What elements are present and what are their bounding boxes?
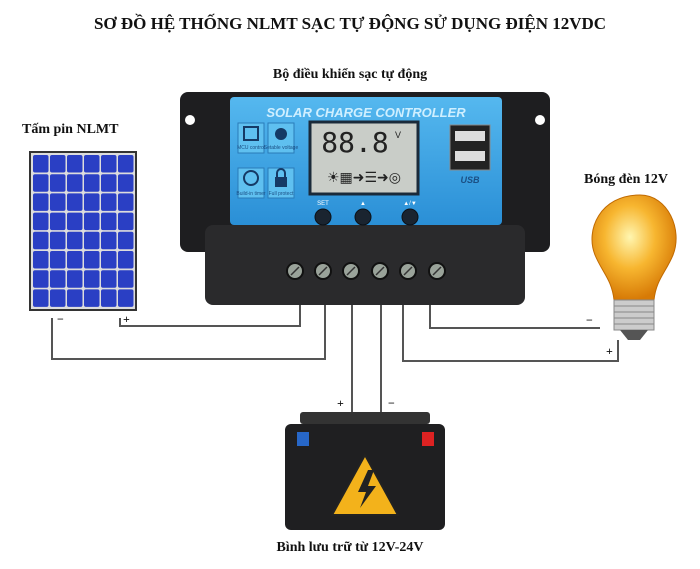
solar-cell — [67, 212, 83, 231]
solar-cell — [50, 155, 66, 173]
solar-cell — [33, 270, 49, 288]
solar-cell — [118, 289, 134, 307]
solar-cell — [101, 212, 117, 231]
solar-cell — [84, 174, 100, 192]
controller-label: Bộ điều khiển sạc tự động — [272, 67, 428, 82]
svg-text:MCU control: MCU control — [237, 145, 265, 151]
svg-text:Build-in timer: Build-in timer — [236, 191, 266, 197]
solar-cell — [101, 155, 117, 173]
battery-minus-sign: − — [388, 396, 395, 410]
solar-cell — [33, 155, 49, 173]
solar-cell — [50, 231, 66, 250]
controller-image: SOLAR CHARGE CONTROLLER MCU control Seta… — [180, 92, 550, 305]
solar-cell — [67, 174, 83, 192]
solar-cell — [84, 289, 100, 307]
solar-cell — [118, 251, 134, 269]
solar-cell — [67, 251, 83, 269]
page-title: SƠ ĐỒ HỆ THỐNG NLMT SẠC TỰ ĐỘNG SỬ DỤNG … — [93, 14, 607, 33]
solar-cell — [118, 270, 134, 288]
solar-cell — [33, 289, 49, 307]
solar-cell — [67, 155, 83, 173]
gear-icon — [275, 128, 287, 140]
controller-button-label: ▲/▼ — [403, 201, 417, 207]
lamp-image — [591, 194, 677, 340]
svg-text:V: V — [395, 130, 401, 140]
solar-cell — [50, 174, 66, 192]
solar-cell — [101, 251, 117, 269]
mcu-chip-icon — [243, 126, 259, 141]
solar-cell — [84, 231, 100, 250]
solar-cell — [50, 289, 66, 307]
solar-cell — [84, 193, 100, 211]
battery-label: Bình lưu trữ từ 12V-24V — [276, 540, 424, 555]
svg-text:Full protect: Full protect — [269, 191, 294, 197]
wire-lamp-plus — [402, 302, 619, 362]
solar-cell — [84, 270, 100, 288]
panel-plus-sign: + — [123, 312, 130, 326]
solar-cell — [101, 231, 117, 250]
lcd-readout: 88.8 — [321, 126, 388, 159]
solar-cell — [33, 231, 49, 250]
solar-cell — [84, 155, 100, 173]
clock-icon — [243, 170, 259, 186]
controller-button — [314, 208, 332, 226]
controller-panel-text: SOLAR CHARGE CONTROLLER — [266, 105, 466, 120]
solar-cell — [67, 270, 83, 288]
battery-image — [285, 412, 445, 530]
solar-panel-image — [29, 151, 137, 311]
wire-lamp-minus — [429, 302, 600, 329]
solar-cell — [118, 193, 134, 211]
solar-cell — [67, 193, 83, 211]
solar-cell — [50, 251, 66, 269]
svg-text:USB: USB — [460, 175, 480, 185]
solar-cell — [33, 212, 49, 231]
solar-cell — [101, 174, 117, 192]
wires — [51, 302, 619, 412]
high-voltage-icon — [358, 470, 376, 508]
controller-button — [401, 208, 419, 226]
solar-cell — [118, 212, 134, 231]
solar-cell — [118, 174, 134, 192]
lamp-plus-sign: + — [606, 344, 613, 358]
panel-minus-sign: − — [57, 312, 64, 326]
solar-cell — [118, 155, 134, 173]
solar-cell — [50, 212, 66, 231]
solar-cell — [101, 289, 117, 307]
solar-cell — [84, 251, 100, 269]
solar-cell — [50, 193, 66, 211]
lcd-display — [308, 120, 420, 196]
solar-cell — [84, 212, 100, 231]
wire-panel-plus — [119, 302, 301, 327]
solar-cell — [33, 251, 49, 269]
lock-icon — [275, 177, 287, 187]
solar-cell — [118, 231, 134, 250]
solar-cell — [50, 270, 66, 288]
lamp-label: Bóng đèn 12V — [584, 172, 669, 187]
svg-text:☀▦➜☰➜◎: ☀▦➜☰➜◎ — [327, 170, 401, 186]
controller-button-label: SET — [317, 201, 329, 207]
svg-text:Setable voltage: Setable voltage — [264, 145, 299, 151]
solar-cell — [33, 174, 49, 192]
solar-cell — [67, 289, 83, 307]
battery-plus-sign: + — [337, 396, 344, 410]
solar-cell — [33, 193, 49, 211]
solar-panel-label: Tấm pin NLMT — [22, 122, 119, 137]
lamp-minus-sign: − — [586, 313, 593, 327]
controller-button-label: ▲ — [360, 201, 366, 207]
solar-cell — [67, 231, 83, 250]
wire-panel-minus — [51, 302, 326, 360]
controller-button — [354, 208, 372, 226]
solar-cell — [101, 270, 117, 288]
solar-cell — [101, 193, 117, 211]
